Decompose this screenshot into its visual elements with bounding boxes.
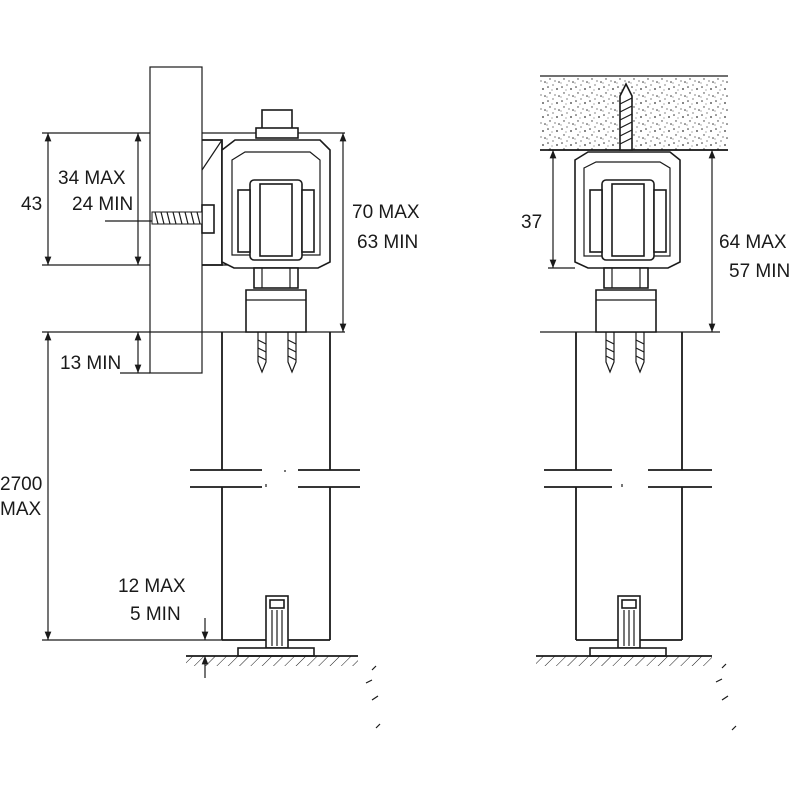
ceiling-section [540,76,728,150]
dim-label-43: 43 [21,194,42,215]
roller-core [259,183,293,257]
track-inner [583,161,671,257]
ceiling-screw [619,82,633,151]
dim-label-37: 37 [521,212,542,233]
hanger-bracket [245,289,307,333]
dim-label-12-max: 12 MAX [118,576,186,597]
wall-screw [151,211,203,225]
dim-label-57-min: 57 MIN [729,261,790,282]
floor-guide [237,595,315,657]
guide-base-plate [589,647,667,657]
left-assembly: 43 34 MAX 24 MIN 70 MAX 63 MIN 13 MIN 27… [0,66,420,729]
top-washer [255,127,299,139]
floor-hatch [186,656,358,666]
floor-edge-marks [365,665,381,729]
floor-edge-marks [715,663,737,731]
dim-label-64-max: 64 MAX [719,232,787,253]
bracket-boss [201,204,215,234]
door-top-screws [605,332,645,374]
hanger-nut [253,267,299,289]
dim-label-5-min: 5 MIN [130,604,181,625]
floor-hatch [536,656,712,666]
door-panel [544,332,712,641]
roller-core [611,183,645,257]
right-assembly: 37 64 MAX 57 MIN [521,75,790,731]
roller-side-left [589,189,603,253]
guide-base-plate [237,647,315,657]
bracket-diagonal [201,139,223,171]
dim-label-2700-max: MAX [0,499,42,520]
dim-label-63-min: 63 MIN [357,232,418,253]
door-top-screws [257,332,297,374]
track-inner [231,151,321,256]
dim-label-24-min: 24 MIN [72,194,133,215]
dim-label-34-max: 34 MAX [58,168,126,189]
hanger-nut [603,267,649,289]
dim-label-2700: 2700 [0,474,42,495]
roller-side-left [237,189,251,253]
floor-guide [589,595,667,657]
door-panel [190,332,360,641]
hanger-bracket [595,289,657,333]
roller-side-right [653,189,667,253]
roller-side-right [301,189,315,253]
dim-label-70-max: 70 MAX [352,202,420,223]
wall-bracket [202,139,223,266]
dim-label-13-min: 13 MIN [60,353,121,374]
